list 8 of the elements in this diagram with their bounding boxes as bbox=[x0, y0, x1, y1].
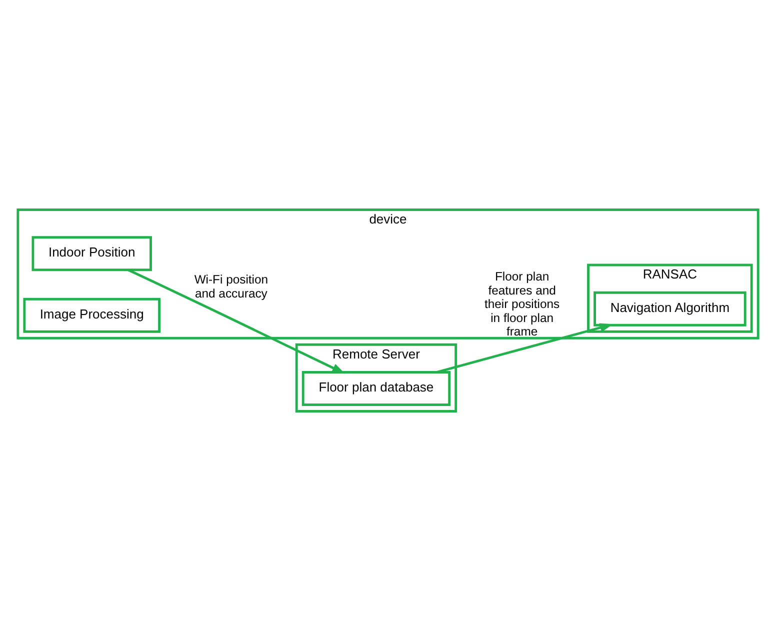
node-box: Floor plan database bbox=[302, 371, 451, 406]
edge-label: Floor plan features and their positions in floor plan frame bbox=[484, 269, 560, 339]
edge-label: Wi-Fi position and accuracy bbox=[194, 272, 268, 300]
node-box: Image Processing bbox=[23, 298, 160, 333]
node-box: Indoor Position bbox=[32, 236, 152, 272]
arrow bbox=[128, 268, 346, 374]
node-box: Navigation Algorithm bbox=[594, 291, 746, 326]
arrow bbox=[436, 323, 613, 374]
